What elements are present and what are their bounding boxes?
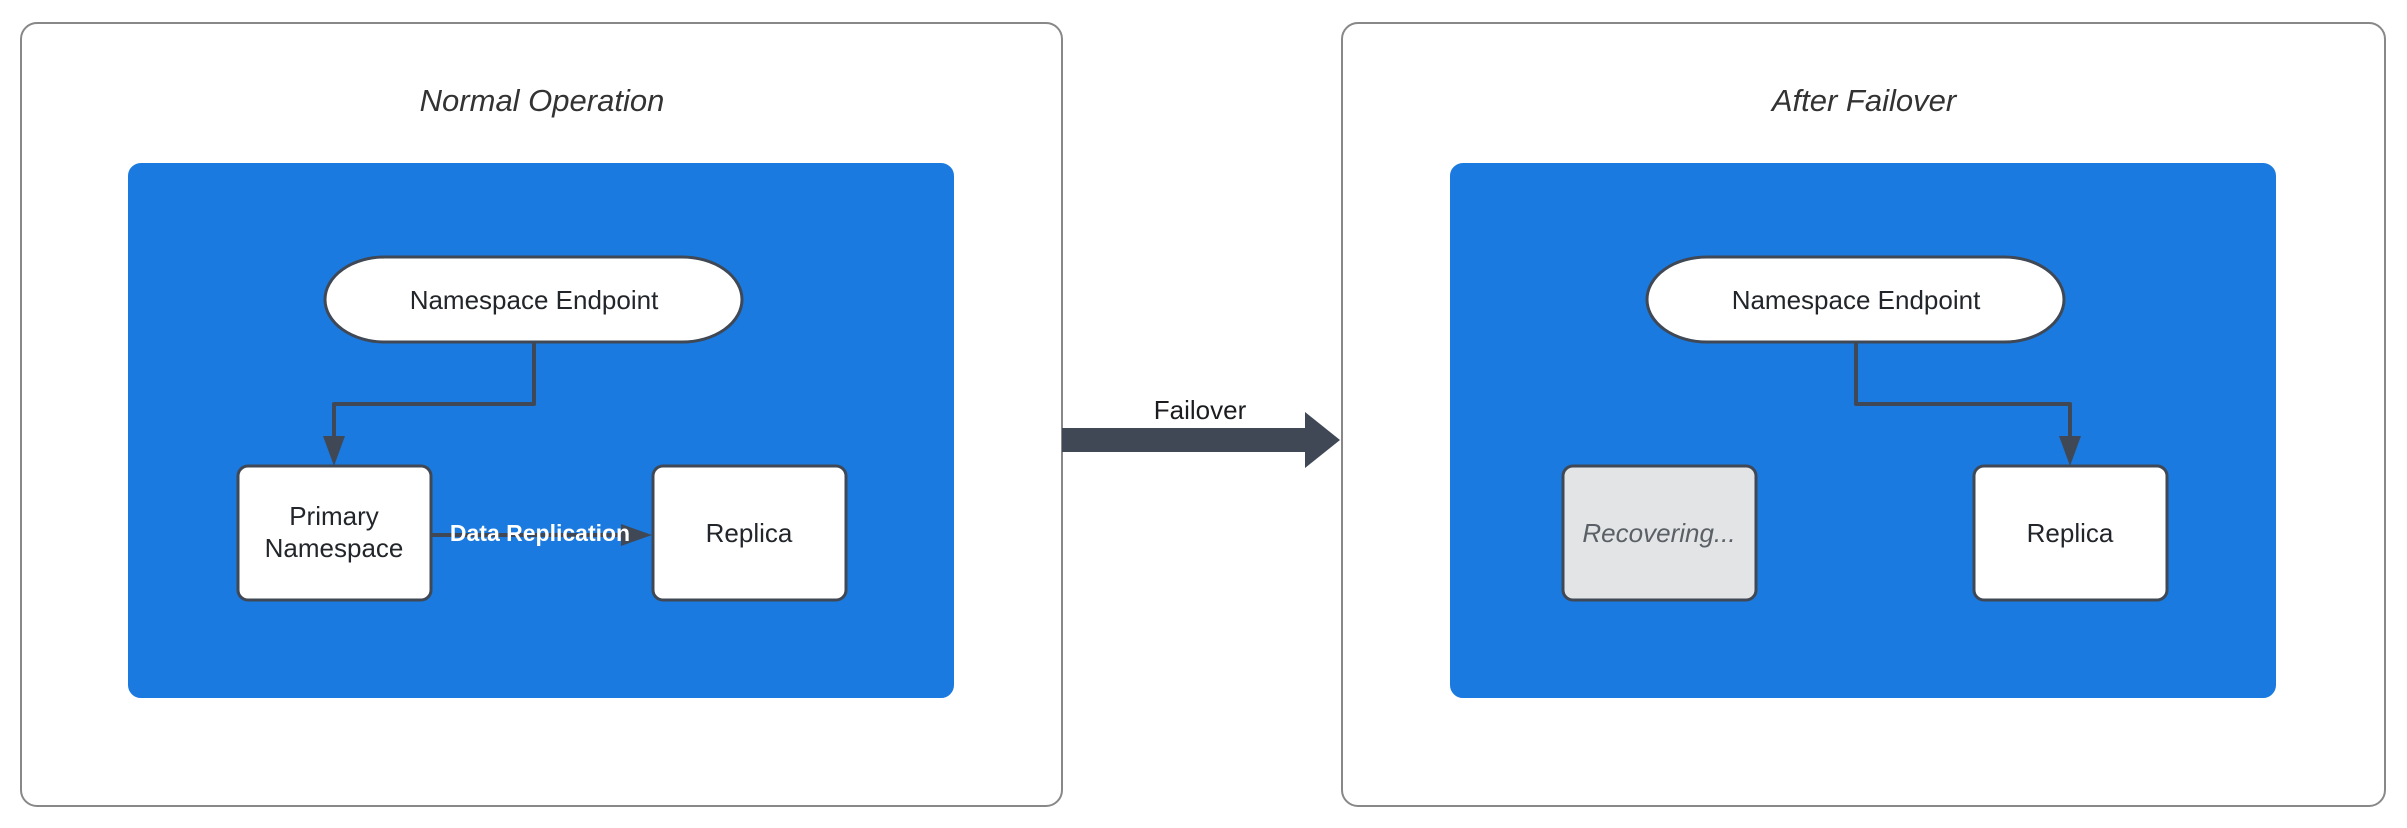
node-recovering-label: Recovering... (1582, 518, 1735, 548)
transition-failover-arrow (1062, 412, 1340, 468)
connector-endpoint-to-primary-path (332, 342, 536, 437)
connector-data-replication: Data Replication (431, 520, 652, 546)
node-namespace-endpoint-left[interactable]: Namespace Endpoint (323, 255, 744, 344)
connector-endpoint-to-replica-path (1854, 342, 2072, 437)
edge-label-data-replication: Data Replication (450, 520, 630, 546)
node-replica-right[interactable]: Replica (1972, 464, 2169, 602)
panel-normal-operation-title: Normal Operation (420, 83, 665, 118)
zone-box-failover (1450, 163, 2276, 698)
node-primary-namespace[interactable]: Primary Namespace (236, 464, 433, 602)
node-namespace-endpoint-left-label: Namespace Endpoint (410, 285, 659, 315)
transition-failover-label: Failover (1154, 395, 1247, 425)
node-namespace-endpoint-right-label: Namespace Endpoint (1732, 285, 1981, 315)
transition-failover: Failover (1062, 395, 1340, 468)
connector-endpoint-to-replica-arrowhead (2059, 436, 2081, 466)
connector-endpoint-to-primary-arrowhead (323, 436, 345, 466)
node-replica-left-label: Replica (706, 518, 793, 548)
connector-data-replication-arrowhead (621, 524, 652, 546)
connector-endpoint-to-replica (1854, 342, 2081, 466)
node-replica-left[interactable]: Replica (651, 464, 848, 602)
node-replica-left-shape[interactable] (651, 464, 848, 602)
node-recovering-shape[interactable] (1561, 464, 1758, 602)
panel-after-failover-title: After Failover (1770, 83, 1958, 118)
node-replica-right-shape[interactable] (1972, 464, 2169, 602)
node-primary-namespace-label-line1: Primary (289, 501, 379, 531)
node-primary-namespace-label-line2: Namespace (265, 533, 404, 563)
panel-normal-operation: Normal Operation Namespace Endpoint Prim… (20, 22, 1063, 807)
node-replica-right-label: Replica (2027, 518, 2114, 548)
connector-endpoint-to-primary (323, 342, 536, 466)
zone-box-normal (128, 163, 954, 698)
node-recovering[interactable]: Recovering... (1561, 464, 1758, 602)
node-namespace-endpoint-right[interactable]: Namespace Endpoint (1645, 255, 2066, 344)
panel-after-failover: After Failover Namespace Endpoint Recove… (1341, 22, 2386, 807)
